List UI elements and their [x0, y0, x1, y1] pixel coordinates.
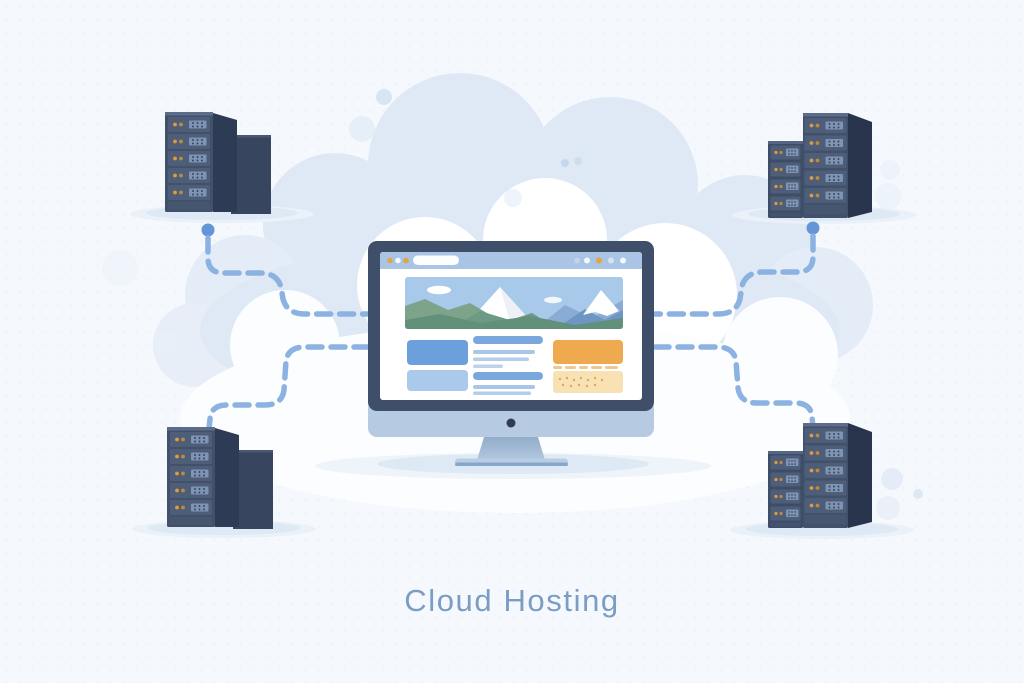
connection-line-top-left	[205, 235, 371, 317]
server-rack-top-right	[768, 113, 872, 218]
feature-card-light-blue	[407, 370, 468, 391]
toolbar-icon	[574, 257, 580, 264]
toolbar-icon	[584, 257, 590, 264]
text-line	[473, 391, 531, 395]
text-line	[473, 364, 503, 368]
cta-card-orange	[553, 340, 623, 364]
browser-window	[380, 252, 642, 269]
connection-line-bottom-left	[206, 344, 371, 432]
connection-line-bottom-right	[652, 344, 816, 431]
content-cards	[407, 336, 623, 395]
text-heading-line	[473, 336, 543, 344]
connection-line-top-right	[652, 233, 816, 317]
toolbar-icon	[596, 257, 602, 264]
monitor-logo-icon	[506, 418, 516, 428]
monitor-stand-neck	[477, 437, 545, 460]
hero-image	[405, 277, 623, 329]
window-dot-icon	[403, 257, 409, 264]
window-dot-icon	[387, 257, 393, 264]
text-heading-line	[473, 372, 543, 380]
server-rack-top-left	[165, 112, 271, 214]
toolbar-icon	[620, 257, 626, 264]
page-title: Cloud Hosting	[404, 583, 620, 618]
text-line	[473, 385, 535, 389]
address-bar	[413, 255, 459, 265]
dashed-caption-row	[553, 366, 618, 369]
network-connections	[201, 221, 820, 432]
text-line	[473, 357, 529, 361]
desktop-monitor	[315, 241, 711, 479]
connection-dot-top-left	[201, 223, 215, 237]
info-card-cream	[553, 371, 623, 393]
window-dot-icon	[395, 257, 401, 264]
feature-card-blue	[407, 340, 468, 365]
connection-dot-top-right	[806, 221, 820, 235]
toolbar-icon	[608, 257, 614, 264]
cream-card-dots	[558, 376, 604, 388]
text-line	[473, 350, 535, 354]
decorative-circles	[102, 89, 923, 520]
